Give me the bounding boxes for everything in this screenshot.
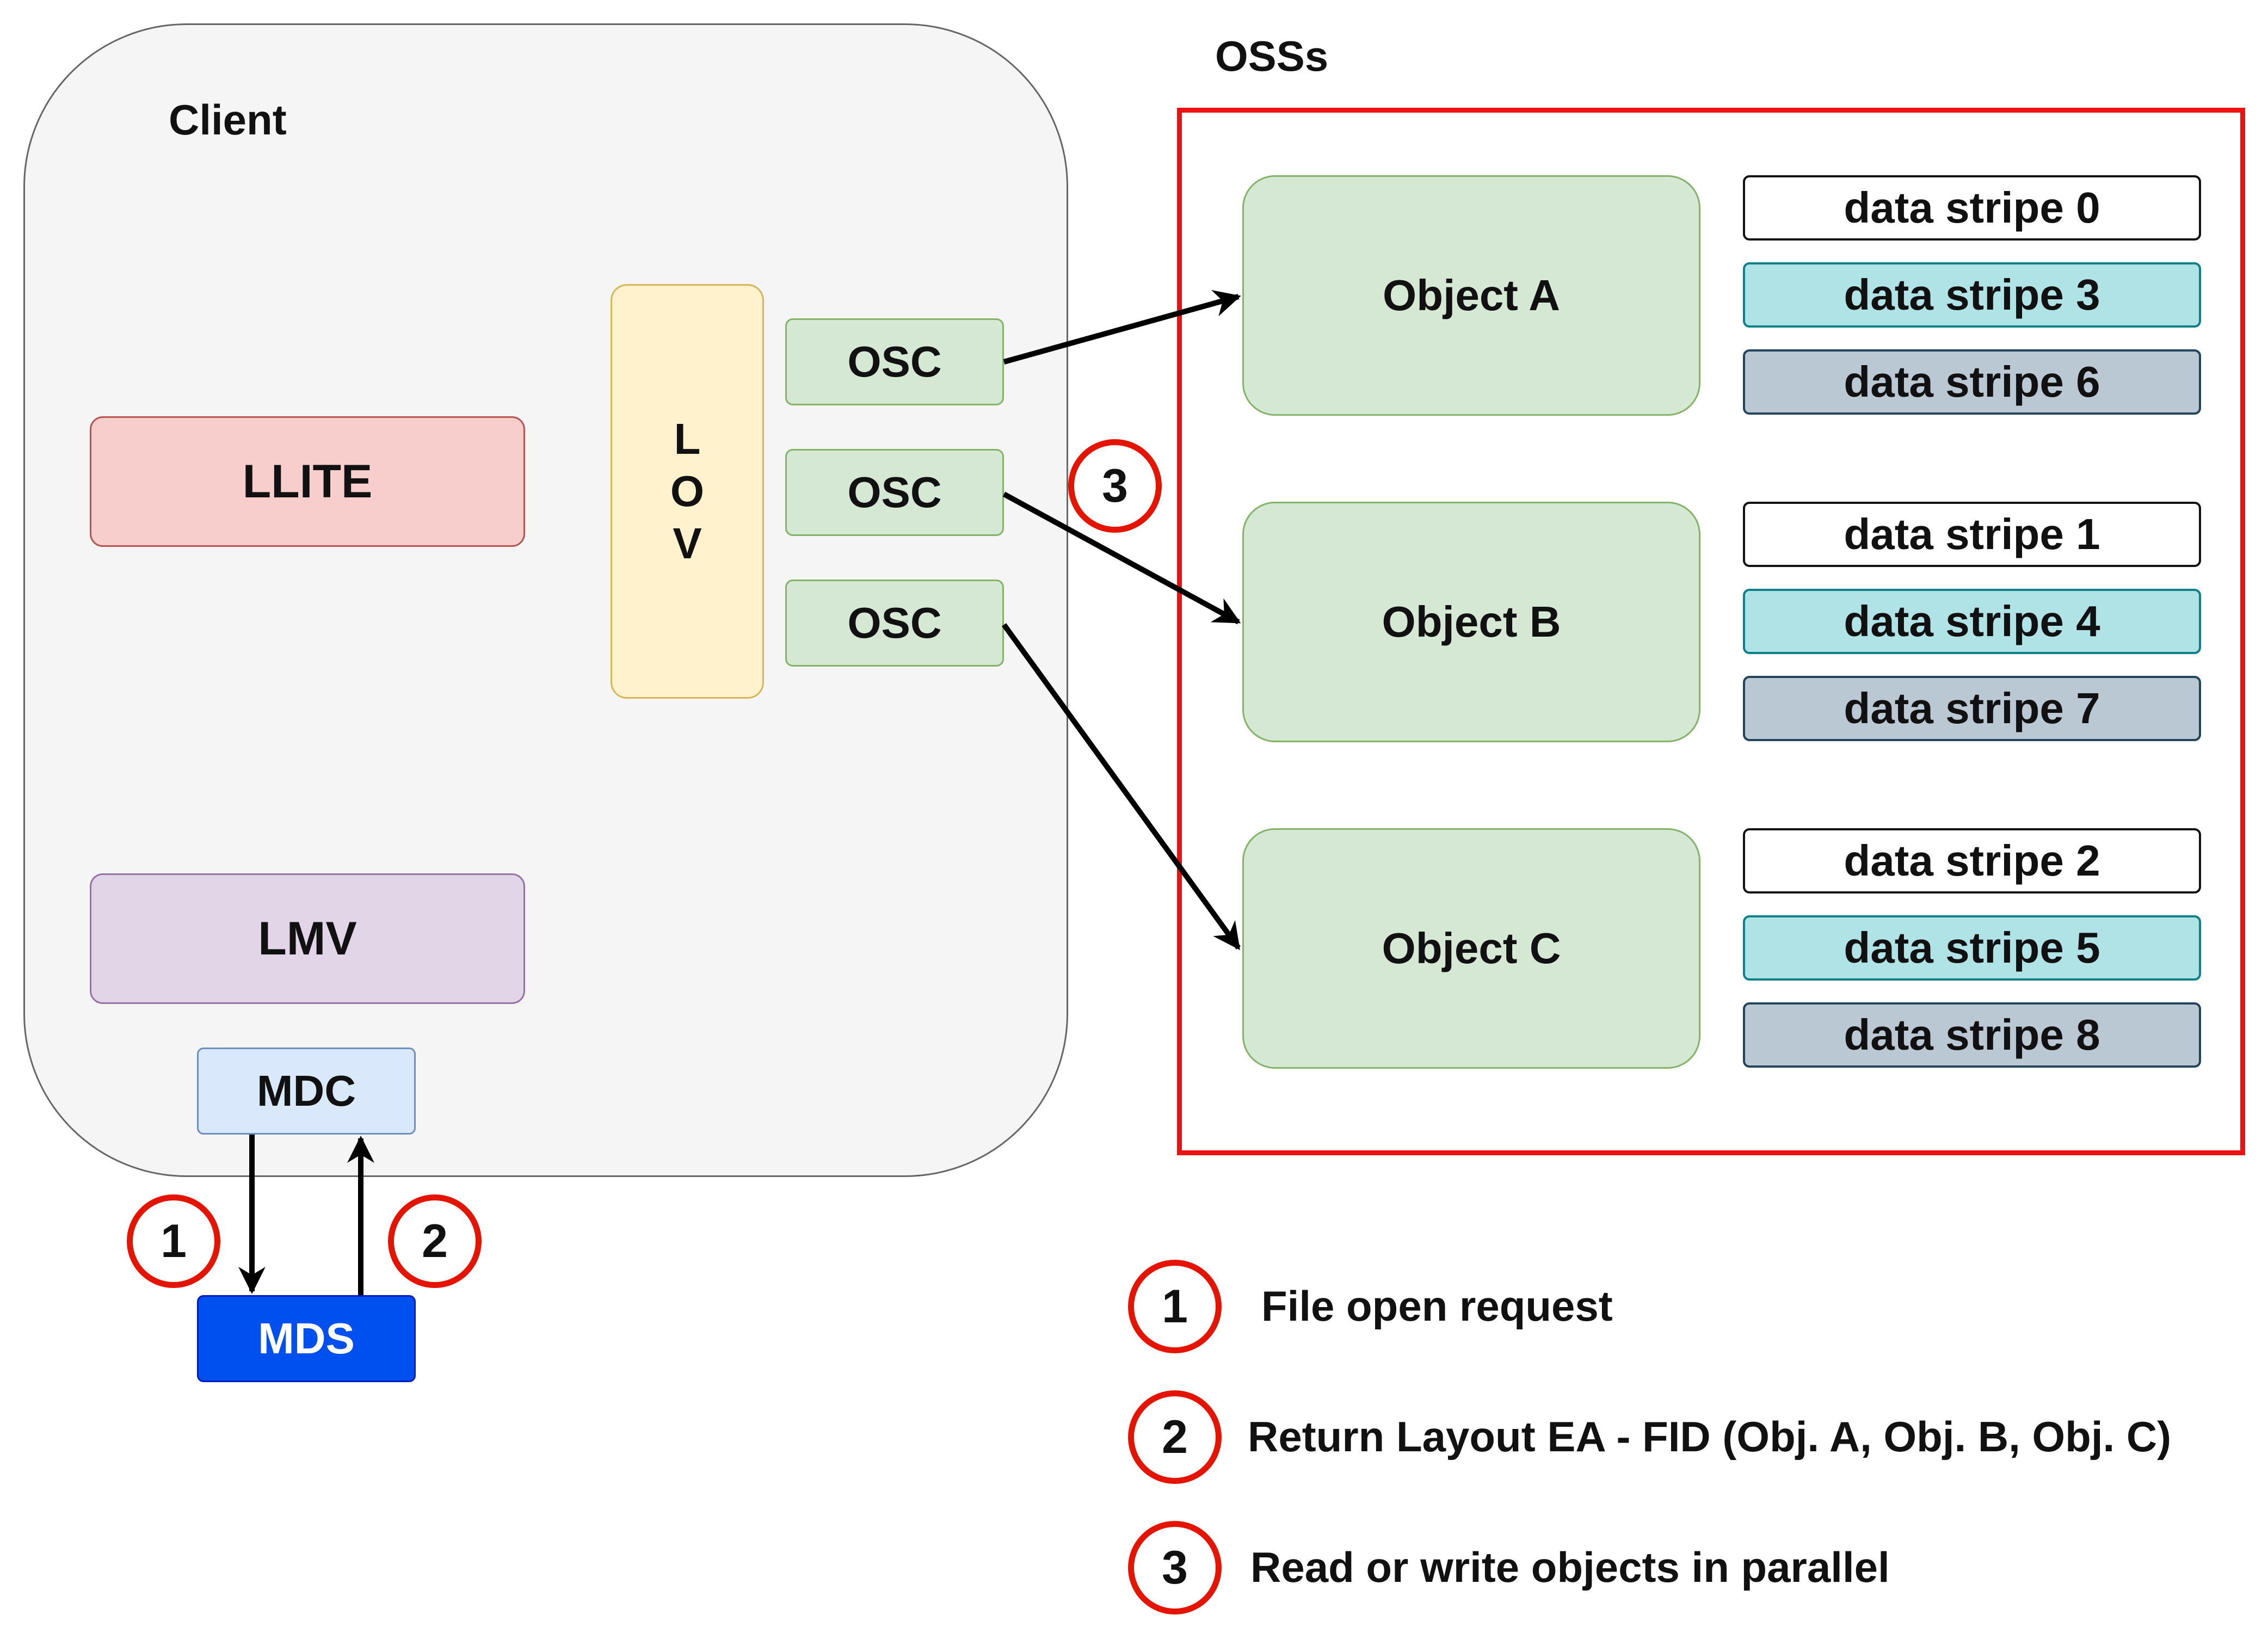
data-stripe: data stripe 5 [1743,915,2201,981]
osc-box-3: OSC [785,580,1004,667]
data-stripe: data stripe 7 [1743,676,2201,741]
lov-letter: L [674,415,701,463]
data-stripe: data stripe 8 [1743,1002,2201,1068]
mds-box: MDS [197,1295,416,1382]
oss-title: OSSs [1215,32,1329,80]
legend-3-badge: 3 [1128,1521,1222,1615]
legend-1-text: File open request [1261,1282,1613,1330]
step-2-badge: 2 [388,1194,482,1288]
lov-box: L O V [611,284,764,699]
osc-box-2: OSC [785,449,1004,536]
data-stripe: data stripe 3 [1743,262,2201,328]
lov-letter: V [673,519,702,568]
object-a-box: Object A [1242,175,1700,416]
legend-3-text: Read or write objects in parallel [1250,1543,1890,1591]
osc-box-1: OSC [785,318,1004,405]
client-title: Client [169,96,287,144]
object-b-box: Object B [1242,502,1700,742]
mdc-box: MDC [197,1048,416,1135]
data-stripe: data stripe 0 [1743,175,2201,241]
step-3-badge: 3 [1068,439,1162,533]
data-stripe: data stripe 1 [1743,502,2201,567]
data-stripe: data stripe 2 [1743,828,2201,894]
legend-1-badge: 1 [1128,1260,1222,1353]
lmv-box: LMV [90,873,525,1004]
llite-box: LLITE [90,416,525,547]
lov-letter: O [670,467,705,515]
data-stripe: data stripe 6 [1743,349,2201,415]
legend-2-badge: 2 [1128,1390,1222,1484]
step-1-badge: 1 [127,1194,220,1288]
legend-2-text: Return Layout EA - FID (Obj. A, Obj. B, … [1248,1413,2172,1461]
object-c-box: Object C [1242,828,1700,1069]
data-stripe: data stripe 4 [1743,589,2201,654]
